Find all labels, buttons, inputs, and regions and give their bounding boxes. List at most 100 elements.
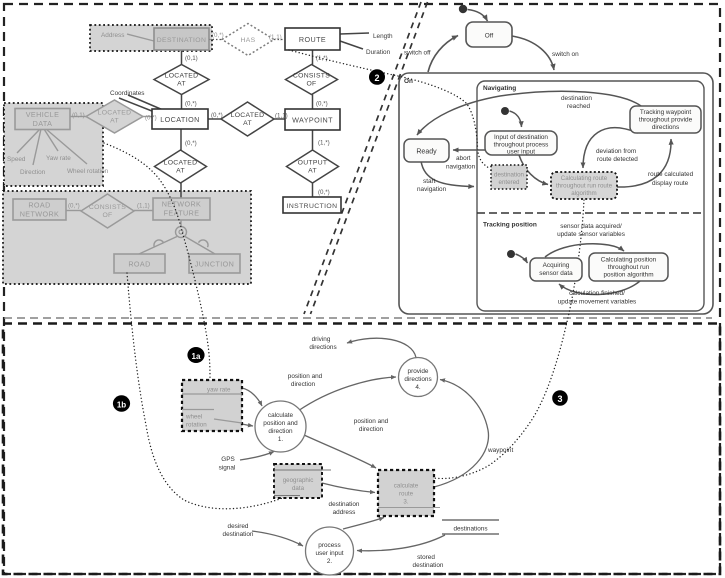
svg-text:GPS: GPS: [221, 456, 235, 463]
svg-text:(0,1): (0,1): [72, 112, 85, 119]
svg-text:switch on: switch on: [552, 51, 579, 58]
svg-text:display route: display route: [652, 180, 689, 187]
svg-text:Speed: Speed: [7, 156, 26, 163]
svg-text:(1,1): (1,1): [137, 203, 150, 210]
svg-text:NETWORK: NETWORK: [162, 200, 202, 209]
svg-text:AT: AT: [110, 118, 119, 125]
svg-text:NETWORK: NETWORK: [20, 210, 60, 219]
svg-text:navigation: navigation: [446, 164, 476, 171]
svg-text:1.: 1.: [278, 436, 284, 443]
svg-text:(1,1): (1,1): [275, 113, 288, 120]
svg-text:Ready: Ready: [416, 149, 437, 156]
svg-text:3.: 3.: [403, 499, 408, 506]
svg-text:(0,*): (0,*): [68, 203, 80, 210]
svg-text:destination: destination: [223, 531, 254, 538]
svg-text:Coordinates: Coordinates: [110, 90, 144, 97]
svg-text:position and: position and: [263, 420, 298, 427]
svg-text:2.: 2.: [327, 558, 333, 565]
svg-text:route detected: route detected: [597, 156, 638, 163]
svg-text:CONSISTS: CONSISTS: [89, 204, 126, 211]
svg-text:desired: desired: [228, 523, 249, 530]
svg-text:3: 3: [557, 394, 562, 404]
svg-text:LOCATED: LOCATED: [231, 112, 265, 119]
svg-text:ROUTE: ROUTE: [299, 35, 326, 44]
svg-text:ROAD: ROAD: [28, 201, 50, 210]
svg-text:(0,*): (0,*): [316, 101, 328, 108]
svg-text:Off: Off: [485, 33, 494, 40]
svg-text:(0,*): (0,*): [211, 112, 223, 119]
svg-text:Address: Address: [101, 32, 124, 39]
svg-text:(0,*): (0,*): [185, 101, 197, 108]
svg-text:destinations: destinations: [453, 526, 487, 533]
svg-text:process: process: [318, 542, 340, 549]
svg-text:provide: provide: [408, 368, 429, 375]
svg-text:LOCATION: LOCATION: [160, 115, 199, 124]
svg-text:directions: directions: [309, 344, 336, 351]
svg-text:INSTRUCTION: INSTRUCTION: [287, 203, 338, 210]
svg-text:geographic: geographic: [283, 477, 314, 484]
svg-text:(0,*): (0,*): [212, 32, 224, 39]
svg-text:Tracking position: Tracking position: [483, 222, 537, 229]
svg-text:direction: direction: [291, 381, 316, 388]
svg-text:Acquiring: Acquiring: [543, 262, 570, 269]
svg-text:Wheel rotation: Wheel rotation: [67, 168, 109, 175]
svg-text:WAYPOINT: WAYPOINT: [292, 116, 333, 125]
svg-text:(0,1): (0,1): [185, 55, 198, 62]
svg-text:CONSISTS: CONSISTS: [293, 73, 330, 80]
svg-text:deviation from: deviation from: [596, 148, 636, 155]
svg-text:LOCATED: LOCATED: [165, 73, 199, 80]
svg-text:user input: user input: [315, 550, 343, 557]
svg-text:position and: position and: [288, 373, 323, 380]
svg-text:OF: OF: [306, 81, 316, 88]
svg-text:OF: OF: [102, 212, 112, 219]
svg-text:stored: stored: [417, 554, 435, 561]
svg-text:1a: 1a: [192, 352, 201, 361]
svg-text:throughout run: throughout run: [608, 264, 650, 271]
svg-text:start: start: [423, 178, 436, 185]
svg-text:user input: user input: [507, 149, 535, 156]
svg-text:destination: destination: [561, 95, 592, 102]
svg-text:(0,*): (0,*): [318, 189, 330, 196]
svg-text:throughout provide: throughout provide: [639, 117, 693, 124]
svg-text:(1,*): (1,*): [316, 55, 328, 62]
svg-text:On: On: [404, 78, 413, 85]
svg-text:LOCATED: LOCATED: [164, 160, 198, 167]
svg-text:sensor data: sensor data: [539, 270, 573, 277]
svg-text:4.: 4.: [415, 384, 421, 391]
svg-text:Yaw rate: Yaw rate: [46, 155, 71, 162]
svg-text:rotation: rotation: [186, 422, 207, 429]
svg-text:waypoint: waypoint: [487, 447, 513, 454]
svg-text:algorithm: algorithm: [571, 190, 596, 197]
svg-text:(0,*): (0,*): [145, 115, 157, 122]
svg-text:directions: directions: [404, 376, 431, 383]
svg-text:DESTINATION: DESTINATION: [157, 37, 207, 44]
svg-text:throughout run route: throughout run route: [556, 183, 613, 190]
svg-text:direction: direction: [268, 428, 293, 435]
svg-text:Direction: Direction: [20, 169, 46, 176]
svg-text:Length: Length: [373, 33, 393, 40]
svg-text:address: address: [333, 509, 356, 516]
svg-text:navigation: navigation: [417, 186, 447, 193]
svg-text:position and: position and: [354, 418, 389, 425]
svg-text:Calculating position: Calculating position: [601, 257, 657, 264]
svg-text:Input of destination: Input of destination: [494, 134, 548, 141]
svg-text:AT: AT: [176, 168, 185, 175]
svg-text:(1,*): (1,*): [318, 140, 330, 147]
svg-text:calculation finished/: calculation finished/: [569, 290, 625, 297]
svg-text:ROAD: ROAD: [128, 260, 150, 269]
svg-text:wheel: wheel: [185, 414, 202, 421]
svg-text:sensor data acquired/: sensor data acquired/: [560, 223, 622, 230]
svg-text:VEHICLE: VEHICLE: [26, 110, 60, 119]
svg-text:OUTPUT: OUTPUT: [298, 160, 328, 167]
svg-text:Duration: Duration: [366, 49, 391, 56]
svg-text:AT: AT: [243, 120, 252, 127]
svg-text:FEATURE: FEATURE: [164, 209, 200, 218]
svg-text:entered: entered: [499, 179, 521, 186]
svg-text:signal: signal: [219, 465, 236, 472]
svg-text:AT: AT: [177, 81, 186, 88]
svg-text:update movement variables: update movement variables: [558, 299, 637, 306]
svg-text:JUNCTION: JUNCTION: [195, 260, 235, 269]
svg-text:abort: abort: [456, 155, 471, 162]
svg-text:HAS: HAS: [241, 37, 256, 44]
svg-text:(1,1): (1,1): [269, 34, 282, 41]
